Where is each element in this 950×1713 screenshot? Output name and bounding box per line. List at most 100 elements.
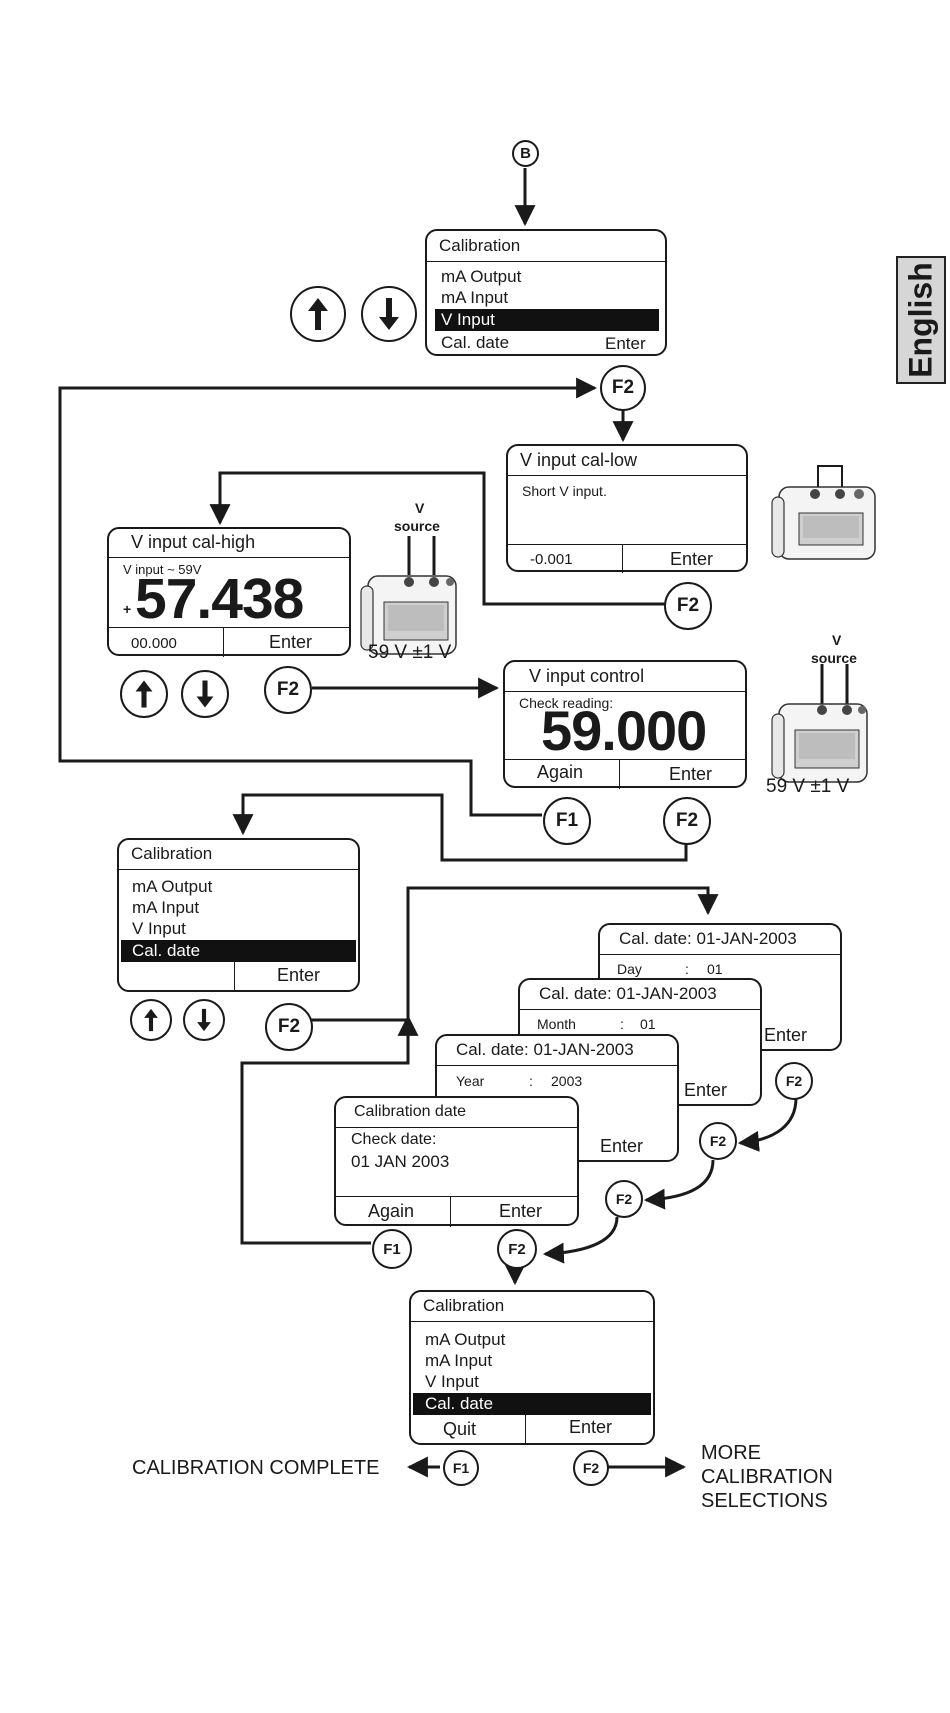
f2-key-10[interactable]: F2 — [573, 1450, 609, 1486]
calibration-3-quit-softkey[interactable]: Quit — [443, 1419, 477, 1439]
f2-key-6[interactable]: F2 — [775, 1062, 813, 1100]
arrow-year-to-check — [542, 1216, 619, 1264]
f2-key-4[interactable]: F2 — [663, 797, 711, 845]
language-tab: English — [896, 256, 946, 384]
v-label-1: V — [415, 500, 425, 516]
calibration-3-enter-softkey[interactable]: Enter — [569, 1417, 613, 1437]
up-arrow-button-3[interactable] — [130, 999, 172, 1041]
up-arrow-button-2[interactable] — [120, 670, 168, 718]
f2-key-2[interactable]: F2 — [664, 582, 712, 630]
menu-item-cal-date[interactable]: Cal. date — [441, 333, 510, 352]
short-wire — [817, 465, 843, 492]
menu-item-cal-date-selected-2[interactable]: Cal. date — [121, 940, 356, 962]
tolerance-label-2: 59 V ±1 V — [766, 776, 850, 797]
calibration-complete-label: CALIBRATION COMPLETE — [132, 1457, 380, 1479]
f1-key-1-label: F1 — [555, 810, 579, 831]
arrow-loop-back — [58, 377, 598, 817]
down-arrow-button-3[interactable] — [183, 999, 225, 1041]
f2-key-9[interactable]: F2 — [497, 1229, 537, 1269]
cal-check-again-softkey[interactable]: Again — [368, 1201, 415, 1221]
control-enter-softkey[interactable]: Enter — [669, 764, 713, 784]
f2-key-8[interactable]: F2 — [605, 1180, 643, 1218]
f2-key-2-label: F2 — [676, 595, 700, 616]
source-label-1: source — [394, 518, 440, 534]
device-illustration-short — [771, 475, 879, 565]
f2-key-1[interactable]: F2 — [600, 365, 646, 411]
cal-month-enter-softkey[interactable]: Enter — [684, 1080, 728, 1100]
cal-check-screen: Calibration date Check date: 01 JAN 2003… — [334, 1096, 579, 1227]
cal-high-left-value: 00.000 — [131, 635, 177, 652]
down-arrow-icon — [379, 298, 399, 330]
control-again-softkey[interactable]: Again — [537, 762, 584, 782]
cal-low-message: Short V input. — [522, 483, 607, 499]
cal-day-enter-softkey[interactable]: Enter — [764, 1025, 808, 1045]
arrow-day-to-month — [737, 1097, 798, 1152]
f2-key-1-label: F2 — [611, 377, 635, 398]
f1-key-1[interactable]: F1 — [543, 797, 591, 845]
f2-key-5-label: F2 — [277, 1016, 301, 1037]
cal-low-enter-softkey[interactable]: Enter — [670, 549, 714, 569]
control-prompt: Check reading: — [519, 695, 614, 711]
f1-key-2[interactable]: F1 — [372, 1229, 412, 1269]
control-screen: V input control Check reading: 59.000 Ag… — [503, 660, 747, 789]
f1-key-2-label: F1 — [383, 1240, 401, 1258]
cal-year-title: Cal. date: 01-JAN-2003 — [437, 1036, 677, 1066]
cal-year-value: 2003 — [551, 1073, 583, 1089]
cal-check-enter-softkey[interactable]: Enter — [499, 1201, 543, 1221]
f1-key-3-label: F1 — [452, 1460, 470, 1476]
menu-item-v-input-2[interactable]: V Input — [132, 919, 186, 938]
f2-key-3-label: F2 — [276, 679, 300, 700]
f1-key-3[interactable]: F1 — [443, 1450, 479, 1486]
up-arrow-icon — [135, 680, 153, 708]
more-selections-label: MORE CALIBRATION SELECTIONS — [701, 1441, 833, 1513]
menu-item-ma-input-3[interactable]: mA Input — [425, 1351, 493, 1370]
arrow-to-calibration-2 — [232, 793, 688, 862]
menu-item-ma-input-2[interactable]: mA Input — [132, 898, 200, 917]
calibration-screen-3-title: Calibration — [411, 1292, 653, 1322]
calibration-screen-1: Calibration mA Output mA Input V Input C… — [425, 229, 667, 356]
f2-key-4-label: F2 — [675, 810, 699, 831]
cal-month-colon: : — [620, 1016, 624, 1032]
enter-softkey[interactable]: Enter — [605, 334, 646, 353]
cal-high-reading: 57.438 — [135, 567, 304, 631]
cal-check-title: Calibration date — [336, 1098, 577, 1128]
down-arrow-button-2[interactable] — [181, 670, 229, 718]
tolerance-label-1: 59 V ±1 V — [368, 642, 452, 663]
menu-item-ma-output-3[interactable]: mA Output — [425, 1330, 506, 1349]
f2-key-7[interactable]: F2 — [699, 1122, 737, 1160]
menu-item-ma-output-2[interactable]: mA Output — [132, 877, 213, 896]
cal-low-screen: V input cal-low Short V input. -0.001 En… — [506, 444, 748, 573]
calibration-screen-3: Calibration mA Output mA Input V Input C… — [409, 1290, 655, 1445]
cal-day-colon: : — [685, 961, 689, 977]
cal-high-enter-softkey[interactable]: Enter — [269, 632, 313, 652]
menu-item-v-input-selected[interactable]: V Input — [435, 309, 659, 331]
cal-year-enter-softkey[interactable]: Enter — [600, 1136, 644, 1156]
cal-low-value: -0.001 — [530, 551, 573, 568]
f2-key-5[interactable]: F2 — [265, 1003, 313, 1051]
f2-key-3[interactable]: F2 — [264, 666, 312, 714]
down-arrow-button[interactable] — [361, 286, 417, 342]
source-label-2: source — [811, 650, 857, 666]
more-line-1: MORE — [701, 1442, 761, 1464]
up-arrow-icon — [308, 298, 328, 330]
cal-day-field: Day — [617, 961, 642, 977]
menu-item-ma-input[interactable]: mA Input — [441, 288, 509, 307]
menu-item-v-input-3[interactable]: V Input — [425, 1372, 479, 1391]
device-illustration-source-2 — [771, 698, 871, 786]
calibration-2-enter-softkey[interactable]: Enter — [277, 965, 321, 985]
cal-high-sign: + — [123, 601, 132, 617]
up-arrow-button[interactable] — [290, 286, 346, 342]
device-illustration-source-1 — [360, 568, 460, 658]
menu-item-ma-output[interactable]: mA Output — [441, 267, 522, 286]
start-badge: B — [512, 140, 539, 167]
start-badge-label: B — [520, 145, 531, 162]
control-title: V input control — [505, 662, 745, 692]
arrow-to-cal-high — [209, 471, 665, 606]
cal-year-colon: : — [529, 1073, 533, 1089]
menu-item-cal-date-selected-3[interactable]: Cal. date — [413, 1393, 651, 1415]
v-label-2: V — [832, 632, 842, 648]
more-line-2: CALIBRATION — [701, 1466, 833, 1488]
f2-key-6-label: F2 — [785, 1073, 803, 1089]
down-arrow-icon — [197, 1008, 211, 1032]
arrow-again-loop — [240, 1014, 419, 1245]
